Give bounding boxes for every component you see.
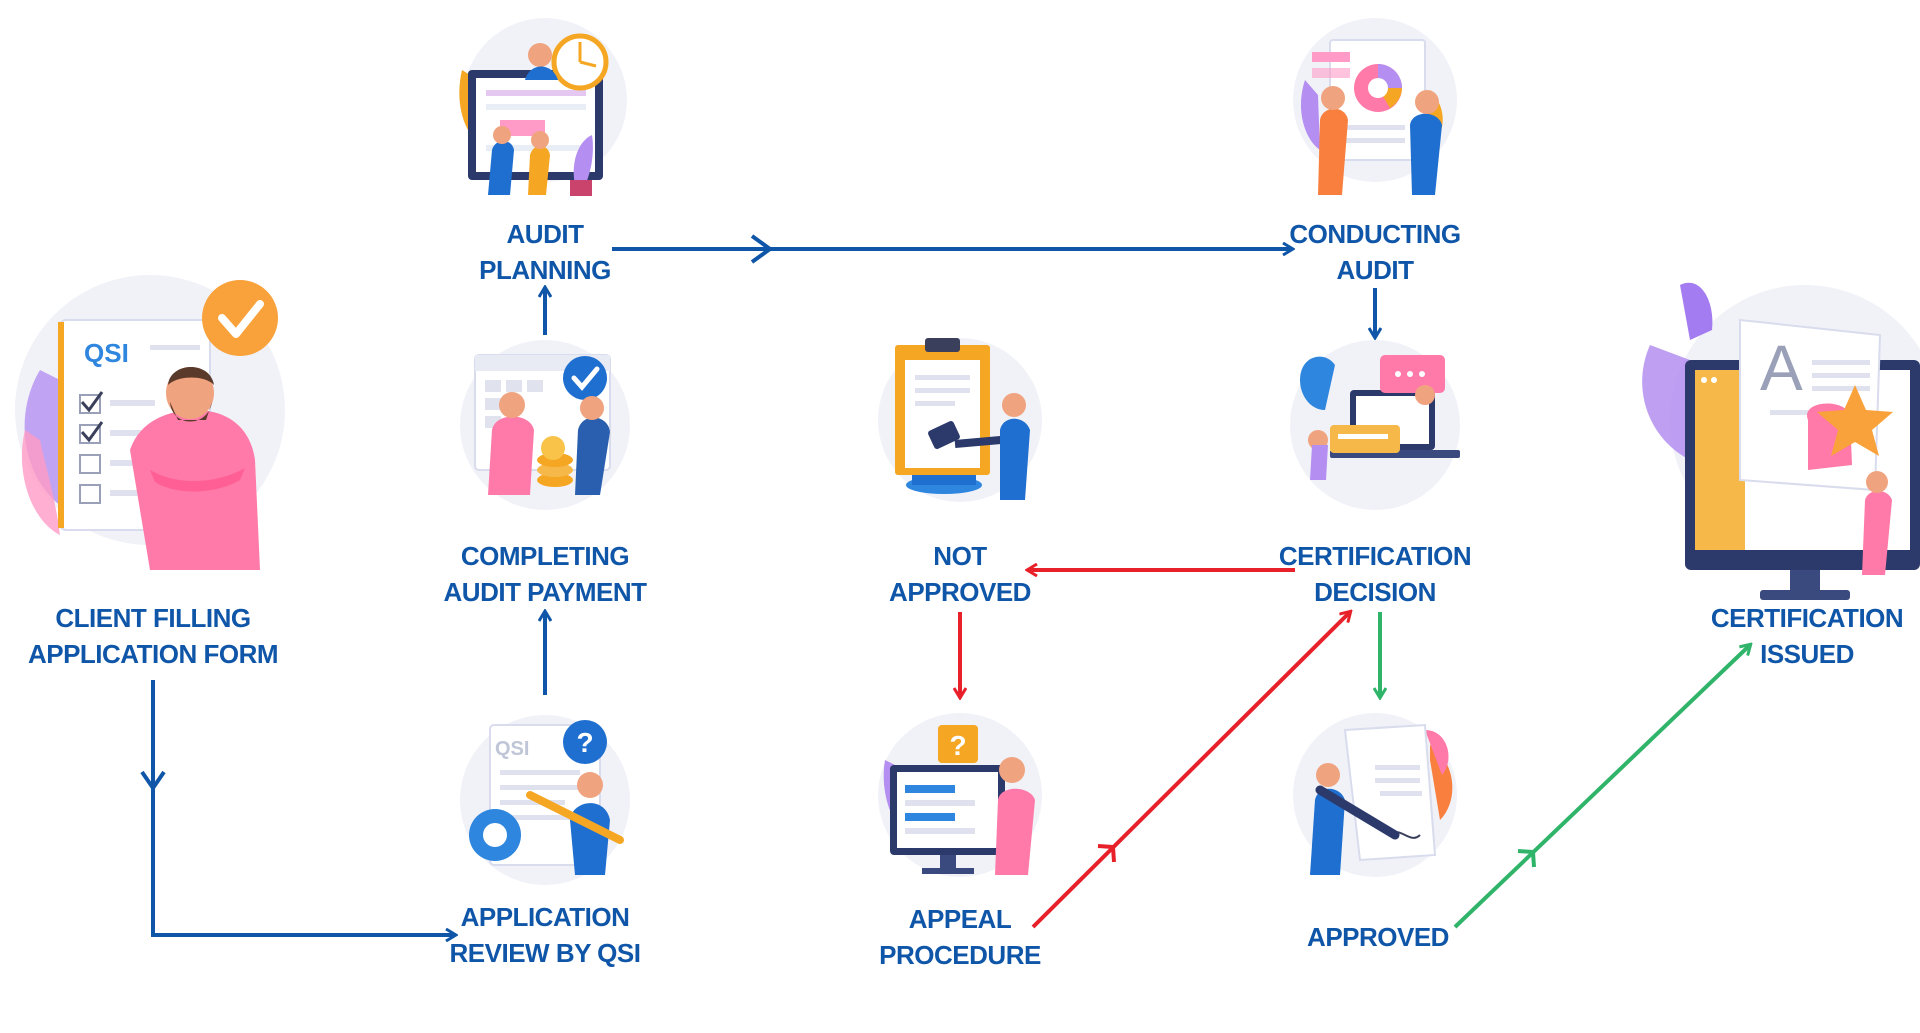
gavel-illustration: [878, 338, 1042, 502]
step-application-review: APPLICATION REVIEW BY QSI: [449, 902, 641, 968]
svg-text:?: ?: [576, 727, 593, 758]
appeal-illustration: ?: [878, 713, 1042, 877]
chevron-up-right-icon: [1097, 844, 1116, 863]
arrow-appeal-to-decision: [1031, 612, 1350, 929]
certificate-letter: A: [1760, 332, 1803, 404]
step-certification-issued: CERTIFICATION ISSUED: [1710, 603, 1904, 669]
step-audit-planning: AUDIT PLANNING: [479, 219, 611, 285]
certificate-illustration: A: [1642, 282, 1920, 600]
decision-illustration: [1290, 340, 1460, 510]
planning-illustration: [459, 18, 627, 196]
step-appeal-procedure: APPEAL PROCEDURE: [879, 904, 1041, 970]
arrow-approved-to-issued: [1453, 645, 1750, 929]
step-certification-decision: CERTIFICATION DECISION: [1278, 541, 1472, 607]
chevron-down-icon: [140, 770, 166, 792]
step-conducting-audit: CONDUCTING AUDIT: [1289, 219, 1461, 285]
chevron-right-icon: [750, 234, 774, 264]
qsi-logo-review: QSI: [495, 738, 529, 760]
qsi-logo: QSI: [84, 338, 129, 368]
application-form-illustration: QSI: [15, 275, 285, 570]
chevron-up-right-icon: [1517, 849, 1536, 868]
arrow-client-to-review: [151, 680, 455, 935]
svg-text:?: ?: [949, 730, 966, 761]
signing-illustration: [1293, 713, 1457, 877]
step-completing-payment: COMPLETING AUDIT PAYMENT: [443, 541, 647, 607]
flow-connectors: [140, 234, 1750, 935]
step-not-approved: NOT APPROVED: [889, 541, 1031, 607]
step-client-filling: CLIENT FILLING APPLICATION FORM: [27, 603, 279, 669]
step-approved: APPROVED: [1307, 922, 1449, 952]
audit-illustration: [1293, 18, 1457, 195]
review-illustration: QSI ?: [460, 715, 630, 885]
payment-illustration: [460, 340, 630, 510]
